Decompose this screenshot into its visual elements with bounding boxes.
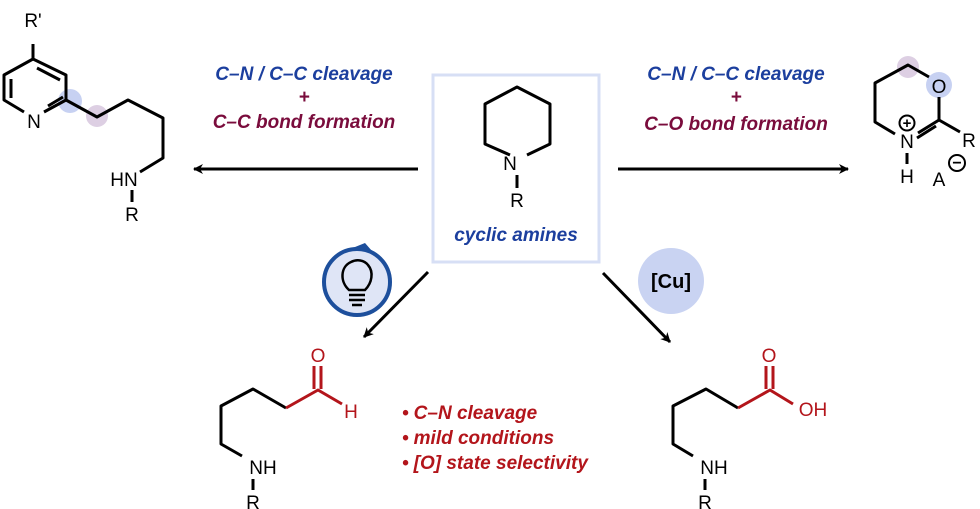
minus-charge: − — [952, 155, 961, 172]
oxazine-N: N — [900, 132, 914, 153]
aldehyde-R: R — [246, 493, 260, 509]
acid-product: O OH NH R — [671, 346, 828, 509]
feature-list: •C–N cleavage •mild conditions •[O] stat… — [402, 403, 589, 474]
right-formation-text: C–O bond formation — [644, 114, 828, 135]
aldehyde-H: H — [344, 402, 358, 423]
right-product: O + N H R A − — [873, 56, 976, 191]
substrate-label: cyclic amines — [454, 225, 578, 246]
acid-amine: NH — [700, 458, 727, 479]
plus-charge-circle — [898, 114, 916, 132]
plus-charge: + — [903, 115, 912, 132]
feature-item: •mild conditions — [402, 428, 554, 449]
lightbulb-icon — [341, 259, 373, 292]
left-amine-R: R — [125, 205, 139, 226]
oxazine-R: R — [962, 131, 976, 152]
pyridine-N: N — [27, 112, 41, 133]
right-cleavage-text: C–N / C–C cleavage — [647, 64, 825, 85]
left-amine: HN — [110, 170, 137, 191]
feature-item: •[O] state selectivity — [402, 453, 589, 474]
piperidine-N: N — [503, 154, 517, 175]
highlight-blue-right — [926, 72, 952, 98]
copper-catalyst: [Cu] — [638, 248, 704, 314]
left-formation-text: C–C bond formation — [213, 112, 396, 133]
cycle-arrow-icon — [350, 243, 372, 251]
aldehyde-amine: NH — [249, 458, 276, 479]
highlight-purple-right — [897, 56, 919, 78]
aldehyde-O: O — [311, 346, 326, 367]
counter-anion: A — [933, 170, 946, 191]
aldehyde-product: O H NH R — [219, 346, 358, 509]
oxazine-H: H — [900, 167, 914, 188]
feature-item: •C–N cleavage — [402, 403, 538, 424]
cu-label: [Cu] — [651, 271, 691, 293]
pyridine-substituent: R' — [24, 11, 41, 32]
arrow-bottom-left — [362, 270, 430, 339]
left-pathway-label: C–N / C–C cleavage + C–C bond formation — [213, 64, 396, 133]
substrate-box — [431, 73, 601, 264]
oxazine-bonds — [873, 63, 961, 140]
piperidine-R: R — [510, 191, 524, 212]
minus-charge-circle — [948, 154, 966, 172]
acid-OH: OH — [799, 400, 828, 421]
left-cleavage-text: C–N / C–C cleavage — [215, 64, 393, 85]
cu-circle — [638, 248, 704, 314]
right-pathway-label: C–N / C–C cleavage + C–O bond formation — [644, 64, 828, 135]
acid-R: R — [698, 493, 712, 509]
photocatalyst-icon — [322, 243, 392, 317]
left-product: R' N HN R — [2, 11, 165, 226]
pyridine-bonds — [2, 44, 165, 174]
right-plus: + — [730, 87, 741, 108]
acid-O: O — [762, 346, 777, 367]
piperidine-ring — [483, 85, 552, 157]
left-plus: + — [298, 87, 309, 108]
arrow-bottom-right — [601, 271, 672, 344]
oxazine-O: O — [932, 77, 947, 98]
center-substrate: N R cyclic amines — [431, 73, 601, 264]
